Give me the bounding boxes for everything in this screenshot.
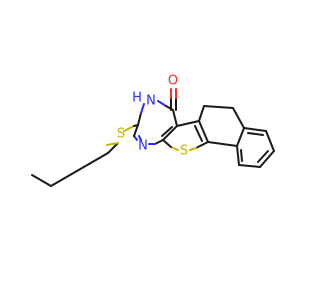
molecule-diagram: O N H N S S <box>31 74 275 187</box>
ring-nitrogen-label: N <box>138 139 148 154</box>
nh-hydrogen-label: H <box>132 91 142 106</box>
thiophene-sulfur-label: S <box>180 144 188 159</box>
structure-canvas: O N H N S S <box>31 74 275 187</box>
pyrimidine-ring <box>133 100 178 145</box>
carbonyl-bond <box>170 88 177 111</box>
oxygen-label: O <box>168 74 178 89</box>
dihydro-ring <box>198 105 245 147</box>
thiophene-ring <box>162 120 209 151</box>
thioether-sulfur-label: S <box>117 127 125 142</box>
nh-nitrogen-label: N <box>146 94 156 109</box>
benzene-ring <box>236 127 275 168</box>
hexyl-chain <box>31 142 119 187</box>
